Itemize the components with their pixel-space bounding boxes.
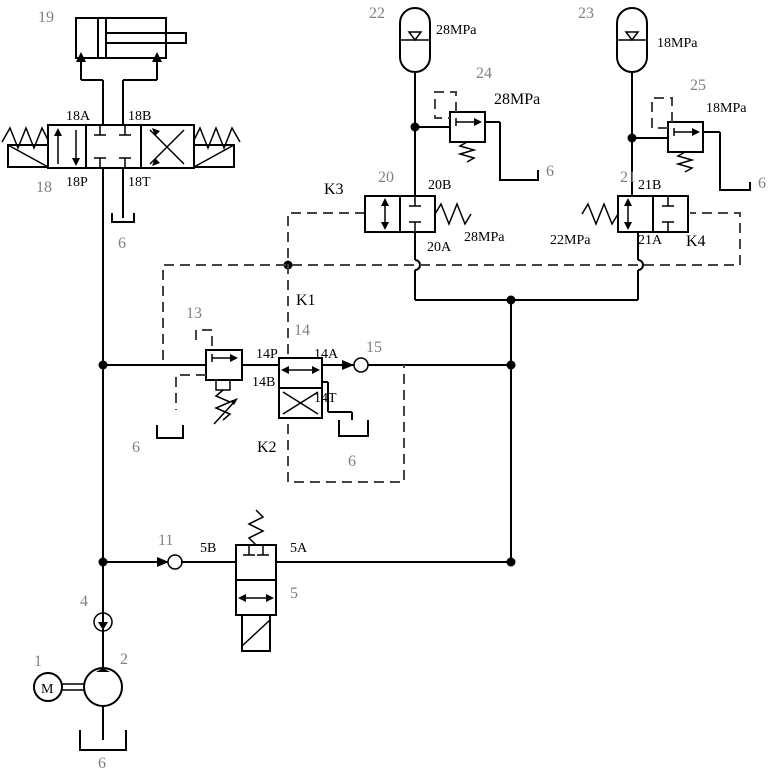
pump-2 — [80, 668, 126, 750]
relief-24-number: 24 — [476, 65, 492, 82]
valve-18-port-t: 18T — [128, 175, 151, 190]
tank-number-4: 6 — [132, 439, 140, 456]
tank-icon — [339, 420, 368, 436]
valve-20-number: 20 — [378, 169, 394, 186]
valve-5-port-b: 5B — [200, 541, 216, 556]
check-11-number: 11 — [158, 532, 173, 549]
valve-5 — [236, 510, 276, 651]
tank-number-6: 6 — [98, 755, 106, 770]
tank-number-3: 6 — [758, 175, 766, 192]
valve-21-spring-pressure: 22MPa — [550, 233, 591, 248]
accumulator-22-pressure: 28MPa — [436, 23, 477, 38]
relief-13-number: 13 — [186, 305, 202, 322]
pilot-k3-label: K3 — [324, 181, 344, 198]
cylinder-19-number: 19 — [38, 9, 54, 26]
pilot-lines — [163, 213, 740, 482]
valve-21 — [582, 196, 688, 232]
tank-number-5: 6 — [348, 453, 356, 470]
check-15-number: 15 — [366, 339, 382, 356]
accumulator-23-number: 23 — [578, 5, 594, 22]
valve-14-port-t: 14T — [314, 391, 337, 406]
valve-14-port-b: 14B — [252, 375, 275, 390]
valve-14-port-a: 14A — [314, 347, 339, 362]
pilot-k2-label: K2 — [257, 439, 277, 456]
valve-5-number: 5 — [290, 585, 298, 602]
check-valve-11 — [157, 555, 182, 569]
pilot-k1-label: K1 — [296, 292, 316, 309]
relief-24-pressure: 28MPa — [494, 91, 540, 108]
valve-21-number: 21 — [620, 169, 636, 186]
valve-18-port-a: 18A — [66, 109, 91, 124]
relief-25-pressure: 18MPa — [706, 101, 747, 116]
accumulator-22 — [400, 8, 430, 72]
valve-18-port-p: 18P — [66, 175, 88, 190]
valve-18-number: 18 — [36, 179, 52, 196]
accumulator-23-pressure: 18MPa — [657, 36, 698, 51]
check-valve-15 — [342, 358, 368, 372]
accumulator-22-number: 22 — [369, 5, 385, 22]
pump-2-number: 2 — [120, 651, 128, 668]
valve-14-number: 14 — [294, 322, 310, 339]
tank-number-2: 6 — [546, 163, 554, 180]
motor-symbol: M — [41, 682, 54, 697]
valve-20-port-b: 20B — [428, 178, 451, 193]
motor-1-number: 1 — [34, 653, 42, 670]
accumulator-23 — [617, 8, 647, 72]
valve-14 — [279, 358, 322, 418]
pilot-k4-label: K4 — [686, 233, 706, 250]
valve-21-port-a: 21A — [638, 233, 663, 248]
valve-21-port-b: 21B — [638, 178, 661, 193]
valve-14-port-p: 14P — [256, 347, 278, 362]
relief-25-number: 25 — [690, 77, 706, 94]
valve-20 — [365, 196, 471, 232]
valve-18 — [2, 125, 240, 218]
tank-number-1: 6 — [118, 235, 126, 252]
valve-20-spring-pressure: 28MPa — [464, 230, 505, 245]
valve-20-port-a: 20A — [427, 240, 452, 255]
valve-5-port-a: 5A — [290, 541, 308, 556]
check-4-number: 4 — [80, 593, 88, 610]
valve-18-port-b: 18B — [128, 109, 151, 124]
